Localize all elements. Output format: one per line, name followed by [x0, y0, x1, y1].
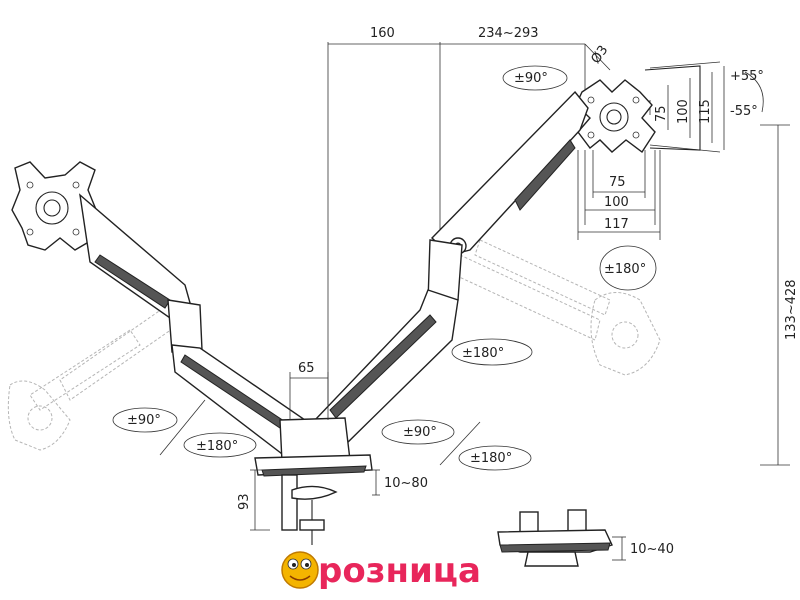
dim-vesa-h1: 75 [609, 175, 626, 190]
rotation-callout-left-joint: ±180° [183, 432, 257, 458]
dim-base-offset: 65 [298, 361, 315, 376]
right-arm [314, 90, 589, 446]
dim-tilt-down: -55° [730, 104, 758, 119]
svg-text:±180°: ±180° [604, 262, 646, 277]
rotation-callout-base-rotate: ±180° [458, 445, 532, 471]
dim-height-range: 133~428 [784, 279, 799, 340]
rotation-callout-right-swivel: ±90° [502, 65, 568, 91]
rotation-callout-right-rotate: ±180° [599, 245, 657, 291]
right-vesa-plate [575, 65, 701, 154]
svg-text:±90°: ±90° [127, 413, 161, 428]
left-arm [79, 193, 311, 461]
dim-vesa-h3: 117 [604, 217, 629, 232]
dim-vesa-h2: 100 [604, 195, 629, 210]
base-dimension-lines [250, 372, 380, 531]
dim-top-left: 160 [370, 26, 395, 41]
separator-base [439, 421, 481, 466]
svg-text:±180°: ±180° [196, 439, 238, 454]
grommet-mount [497, 509, 626, 567]
logo: розница [281, 550, 482, 592]
svg-text:±180°: ±180° [462, 346, 504, 361]
dim-top-right: 234~293 [478, 26, 539, 41]
dim-diameter: Ø3 [588, 43, 611, 67]
dim-vesa-v3: 115 [698, 99, 713, 124]
dim-vesa-v1: 75 [654, 105, 669, 122]
rotation-callout-right-joint: ±180° [451, 338, 533, 366]
dim-clamp-thickness: 10~80 [384, 476, 428, 491]
logo-mascot-icon [281, 551, 319, 589]
dim-tilt-up: +55° [730, 69, 764, 84]
rotation-callout-base-swivel: ±90° [381, 419, 455, 445]
dim-vesa-v2: 100 [676, 99, 691, 124]
left-vesa-plate [11, 161, 98, 251]
separator-left [159, 399, 206, 456]
svg-text:±180°: ±180° [470, 451, 512, 466]
rotation-callout-left-swivel: ±90° [112, 407, 178, 433]
dim-grommet-thickness: 10~40 [630, 542, 674, 557]
svg-text:±90°: ±90° [514, 71, 548, 86]
logo-text: розница [318, 551, 481, 591]
dim-clamp-height: 93 [237, 493, 252, 510]
ghost-left-arm [7, 299, 186, 451]
svg-text:±90°: ±90° [403, 425, 437, 440]
height-dimension-lines [760, 124, 790, 466]
base-clamp [254, 417, 373, 545]
